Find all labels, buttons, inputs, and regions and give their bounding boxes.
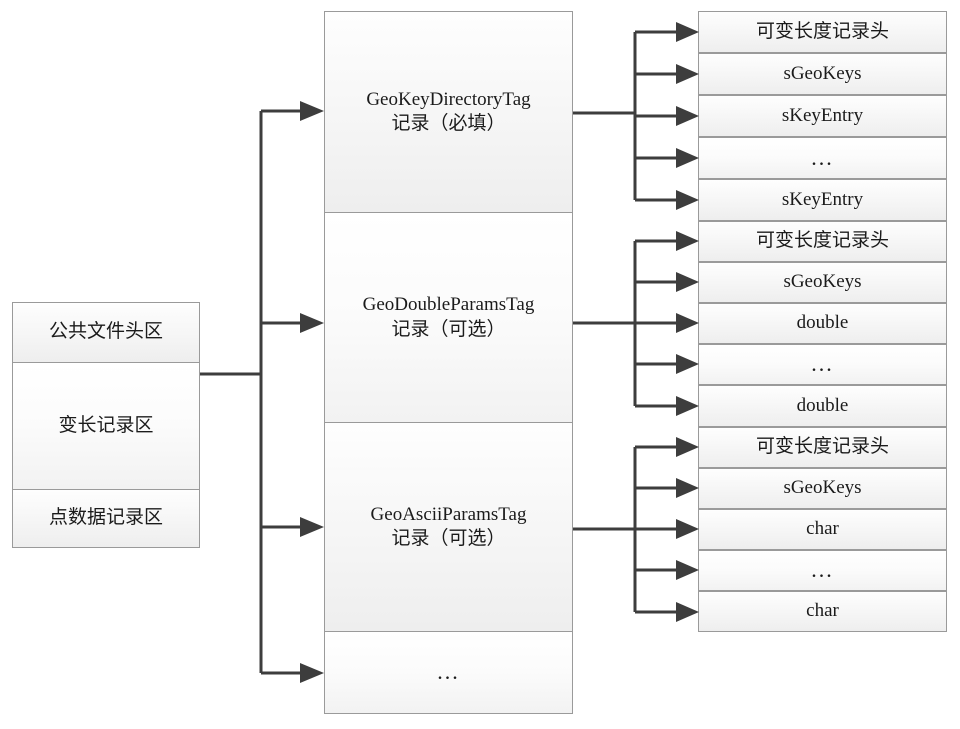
- connector-geokeydirectorytag-to-detail: [573, 22, 699, 210]
- section-point-data-records[interactable]: 点数据记录区: [12, 489, 200, 548]
- detail-row-2-2[interactable]: char: [698, 509, 947, 550]
- detail-row-1-0[interactable]: 可变长度记录头: [698, 221, 947, 262]
- detail-row-2-3[interactable]: ...: [698, 550, 947, 591]
- detail-row-0-3[interactable]: ...: [698, 137, 947, 179]
- detail-row-0-1[interactable]: sGeoKeys: [698, 53, 947, 95]
- connector-geoasciiparamstag-to-detail: [573, 437, 699, 622]
- detail-row-2-1[interactable]: sGeoKeys: [698, 468, 947, 509]
- detail-row-0-4[interactable]: sKeyEntry: [698, 179, 947, 221]
- section-public-header[interactable]: 公共文件头区: [12, 302, 200, 363]
- vlr-item-geoasciiparamstag[interactable]: GeoAsciiParamsTag 记录（可选）: [324, 422, 573, 632]
- detail-row-0-0[interactable]: 可变长度记录头: [698, 11, 947, 53]
- detail-row-0-2[interactable]: sKeyEntry: [698, 95, 947, 137]
- connector-left-to-middle: [200, 101, 324, 683]
- detail-row-1-3[interactable]: ...: [698, 344, 947, 385]
- connector-geodoubleparamstag-to-detail: [573, 231, 699, 416]
- vlr-item-more[interactable]: ...: [324, 631, 573, 714]
- vlr-item-geodoubleparamstag[interactable]: GeoDoubleParamsTag 记录（可选）: [324, 212, 573, 423]
- section-variable-length-records[interactable]: 变长记录区: [12, 362, 200, 490]
- detail-row-1-4[interactable]: double: [698, 385, 947, 427]
- detail-row-1-2[interactable]: double: [698, 303, 947, 344]
- detail-row-2-0[interactable]: 可变长度记录头: [698, 427, 947, 468]
- detail-row-1-1[interactable]: sGeoKeys: [698, 262, 947, 303]
- detail-row-2-4[interactable]: char: [698, 591, 947, 632]
- vlr-item-geokeydirectorytag[interactable]: GeoKeyDirectoryTag 记录（必填）: [324, 11, 573, 213]
